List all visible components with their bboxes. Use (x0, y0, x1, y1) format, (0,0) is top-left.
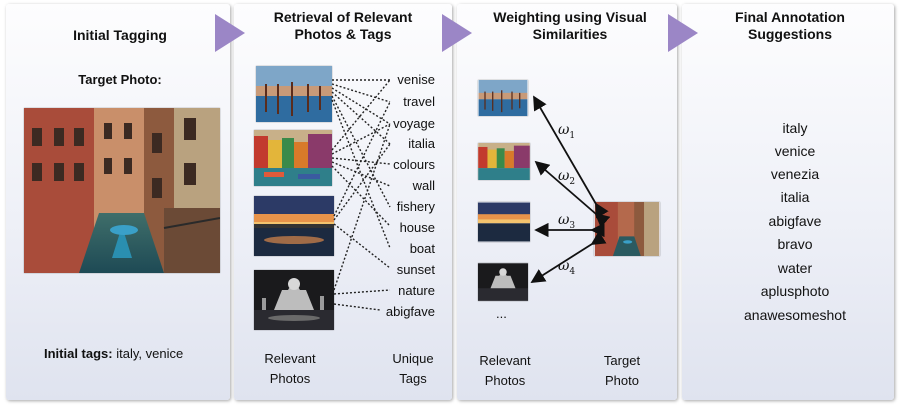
unique-tag: wall (412, 178, 435, 193)
unique-tags-label: Unique Tags (375, 349, 451, 389)
target-photo-label: Target Photo: (78, 72, 162, 87)
relevant-photo-3 (254, 196, 334, 256)
transition-arrow-3 (668, 14, 698, 52)
unique-tags-label-line2: Tags (399, 371, 427, 386)
weight-w4: ω4 (558, 258, 575, 277)
target-photo (24, 108, 220, 273)
weighted-photo-4 (478, 263, 528, 301)
weighting-target-label: Target Photo (582, 351, 662, 391)
relevant-photos-label-line1: Relevant (264, 351, 316, 366)
suggested-tag: venezia (770, 166, 820, 182)
unique-tag: voyage (393, 116, 435, 131)
relevant-photo-1 (256, 66, 332, 122)
unique-tag: boat (409, 241, 435, 256)
weight-w1-subscript: 1 (569, 130, 576, 141)
unique-tag: colours (393, 157, 435, 172)
weight-w4-symbol: ω (558, 258, 570, 274)
unique-tags-label-line1: Unique (392, 351, 434, 366)
initial-tags: Initial tags: italy, venice (44, 346, 183, 361)
weight-w3: ω3 (558, 212, 575, 231)
weighted-photo-1 (478, 80, 528, 116)
final-suggestions-title: Final Annotation Suggestions (692, 9, 888, 43)
suggested-tag: water (777, 260, 813, 276)
suggested-tag: italy (782, 120, 808, 136)
weight-w4-subscript: 4 (569, 266, 576, 277)
relevant-photo-2 (254, 130, 332, 186)
suggested-tag: italia (780, 189, 810, 205)
unique-tag: travel (403, 94, 435, 109)
relevant-photo-4 (254, 270, 334, 330)
retrieval-title-line1: Retrieval of Relevant (273, 9, 413, 25)
unique-tag: house (399, 220, 435, 235)
unique-tag: italia (408, 136, 435, 151)
weighting-target-label-line2: Photo (605, 373, 639, 388)
relevant-photos-label-line2: Photos (269, 371, 311, 386)
relevant-photos-label: Relevant Photos (250, 349, 330, 389)
weight-w1-symbol: ω (558, 122, 570, 138)
initial-tags-value: italy, venice (116, 346, 184, 361)
transition-arrow-1 (215, 14, 245, 52)
suggested-tag: anawesomeshot (744, 307, 846, 323)
suggested-tag: abigfave (768, 213, 822, 229)
initial-tagging-title: Initial Tagging (73, 27, 167, 43)
more-photos-ellipsis: ... (496, 306, 507, 321)
suggested-tag: bravo (777, 236, 813, 252)
weighting-relevant-label: Relevant Photos (465, 351, 545, 391)
weighting-title-line2: Similarities (532, 26, 608, 42)
initial-tags-label: Initial tags: (44, 346, 113, 361)
weighted-photo-3 (478, 202, 530, 242)
weight-w3-subscript: 3 (569, 220, 576, 231)
unique-tag: fishery (396, 199, 435, 214)
weighting-relevant-label-line1: Relevant (479, 353, 531, 368)
retrieval-title-line2: Photos & Tags (294, 26, 392, 42)
transition-arrow-2 (442, 14, 472, 52)
panel-final-suggestions (682, 4, 894, 400)
retrieval-title: Retrieval of Relevant Photos & Tags (240, 9, 446, 43)
weight-w1: ω1 (558, 122, 575, 141)
weight-w2-subscript: 2 (569, 176, 576, 187)
weighted-photo-2 (478, 143, 530, 180)
unique-tag: sunset (396, 262, 435, 277)
unique-tag: abigfave (385, 304, 435, 319)
weighting-relevant-label-line2: Photos (484, 373, 526, 388)
weight-w3-symbol: ω (558, 212, 570, 228)
weighting-title: Weighting using Visual Similarities (470, 9, 670, 43)
final-suggestions-title-line2: Suggestions (747, 26, 832, 42)
final-suggestions-title-line1: Final Annotation (735, 9, 845, 25)
suggested-tag: venice (774, 143, 816, 159)
weighting-title-line1: Weighting using Visual (493, 9, 647, 25)
suggested-tag: aplusphoto (760, 283, 830, 299)
unique-tag: nature (398, 283, 435, 298)
unique-tag: venise (397, 72, 435, 87)
weighting-target-label-line1: Target (603, 353, 641, 368)
weight-w2: ω2 (558, 168, 575, 187)
weight-w2-symbol: ω (558, 168, 570, 184)
